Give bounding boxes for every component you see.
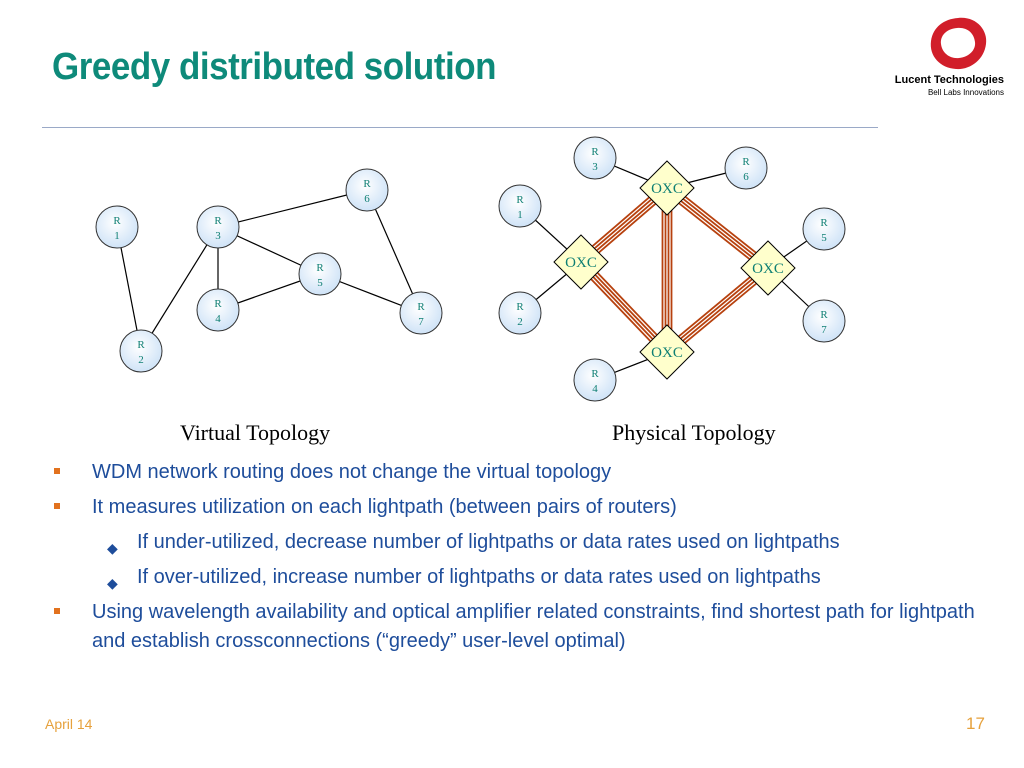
diamond-bullet-icon: ◆ [107,540,118,556]
sub-bullet-item: ◆ If over-utilized, increase number of l… [52,563,982,592]
physical-router-r7: R7 [802,299,846,343]
sub-bullet-item: ◆ If under-utilized, decrease number of … [52,528,982,557]
virtual-router-r6: R6 [345,168,389,212]
oxc-label: OXC [752,261,784,277]
oxc-label: OXC [651,181,683,197]
logo-tagline: Bell Labs Innovations [927,88,1004,97]
bullet-item: Using wavelength availability and optica… [52,598,982,656]
fiber-link-oxc-top-oxc-right [663,183,772,273]
physical-router-number: 7 [821,324,827,336]
footer-date: April 14 [45,716,93,732]
virtual-link-r2-r3 [140,226,219,352]
virtual-router-number: 5 [317,277,323,289]
physical-router-number: 1 [517,209,523,221]
virtual-router-label: R [214,298,222,310]
virtual-router-r7: R7 [399,291,443,335]
fiber-link-oxc-left-oxc-bottom [577,258,671,356]
square-bullet-icon [54,608,60,614]
oxc-switch-oxc-top: OXC [639,160,695,216]
physical-router-number: 2 [517,316,523,328]
physical-router-label: R [820,217,828,229]
virtual-router-label: R [137,339,145,351]
title-divider [42,127,878,128]
virtual-router-label: R [113,215,121,227]
square-bullet-icon [54,468,60,474]
square-bullet-icon [54,503,60,509]
virtual-router-label: R [417,301,425,313]
innovation-ring-icon [930,17,987,70]
virtual-router-r1: R1 [95,205,139,249]
fiber-link-oxc-top-oxc-bottom [661,188,673,352]
physical-router-r5: R5 [802,207,846,251]
virtual-router-number: 4 [215,313,221,325]
oxc-label: OXC [565,255,597,271]
bullet-text: It measures utilization on each lightpat… [92,496,677,518]
physical-router-number: 3 [592,161,598,173]
virtual-link-r6-r7 [366,189,422,314]
virtual-router-r3: R3 [196,205,240,249]
virtual-router-number: 7 [418,316,424,328]
physical-router-r6: R6 [724,146,768,190]
physical-router-number: 4 [592,383,598,395]
physical-router-number: 5 [821,232,827,244]
physical-router-r2: R2 [498,291,542,335]
sub-bullet-text: If under-utilized, decrease number of li… [137,531,840,553]
virtual-router-number: 6 [364,193,370,205]
bullet-text: Using wavelength availability and optica… [92,601,975,652]
physical-router-r4: R4 [573,358,617,402]
virtual-router-r4: R4 [196,288,240,332]
physical-router-label: R [516,301,524,313]
bullet-item: It measures utilization on each lightpat… [52,493,982,522]
virtual-topology-caption: Virtual Topology [180,420,331,445]
bullet-item: WDM network routing does not change the … [52,458,982,487]
physical-router-label: R [742,156,750,168]
sub-bullet-text: If over-utilized, increase number of lig… [137,566,821,588]
oxc-label: OXC [651,345,683,361]
bullet-list: WDM network routing does not change the … [52,458,982,662]
virtual-router-label: R [316,262,324,274]
oxc-switch-oxc-left: OXC [553,234,609,290]
diamond-bullet-icon: ◆ [107,575,118,591]
physical-router-number: 6 [743,171,749,183]
virtual-router-number: 3 [215,230,221,242]
physical-router-r3: R3 [573,136,617,180]
logo-company-name: Lucent Technologies [894,74,1004,86]
virtual-router-number: 1 [114,230,120,242]
oxc-switch-oxc-right: OXC [740,240,796,296]
virtual-router-r5: R5 [298,252,342,296]
fiber-link-oxc-right-oxc-bottom [663,263,772,357]
physical-router-label: R [820,309,828,321]
virtual-router-number: 2 [138,354,144,366]
slide-title: Greedy distributed solution [52,46,497,88]
physical-router-r1: R1 [498,184,542,228]
physical-topology-caption: Physical Topology [612,420,776,445]
bullet-text: WDM network routing does not change the … [92,461,612,483]
lucent-logo: Lucent Technologies Bell Labs Innovation… [880,14,1010,104]
virtual-router-label: R [214,215,222,227]
virtual-router-r2: R2 [119,329,163,373]
oxc-switch-oxc-bottom: OXC [639,324,695,380]
page-number: 17 [966,714,985,733]
virtual-router-label: R [363,178,371,190]
physical-router-label: R [516,194,524,206]
physical-router-label: R [591,368,599,380]
physical-router-label: R [591,146,599,158]
virtual-link-r3-r6 [217,189,368,228]
